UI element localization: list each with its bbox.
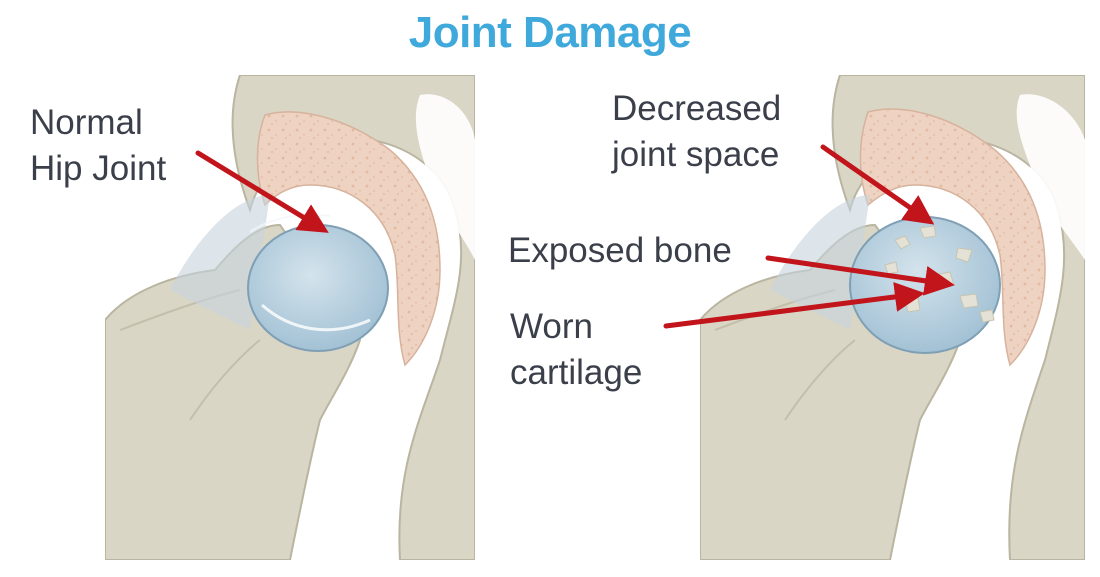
arrow-normal-hip [195,150,329,233]
label-decreased-line1: Decreased [612,89,782,128]
acetabulum-marrow-damaged [859,108,1046,367]
normal-hip-illustration [105,75,475,560]
label-decreased-line2: joint space [612,135,780,174]
label-normal-line2: Hip Joint [30,149,167,188]
arrow-worn-cartilage [663,282,925,329]
label-exposed-bone-text: Exposed bone [508,231,732,270]
label-worn-cartilage: Worn cartilage [510,304,642,396]
label-normal-line1: Normal [30,103,143,142]
label-worn-line2: cartilage [510,353,643,392]
label-worn-line1: Worn [510,307,593,346]
arrow-decreased-space [820,144,935,225]
page-title: Joint Damage [408,8,692,57]
label-exposed-bone: Exposed bone [508,228,732,274]
label-normal-hip-joint: Normal Hip Joint [30,100,166,192]
label-decreased-joint-space: Decreased joint space [612,86,781,178]
femoral-head [247,224,389,352]
arrow-exposed-bone [765,255,955,296]
arrows [195,144,955,329]
